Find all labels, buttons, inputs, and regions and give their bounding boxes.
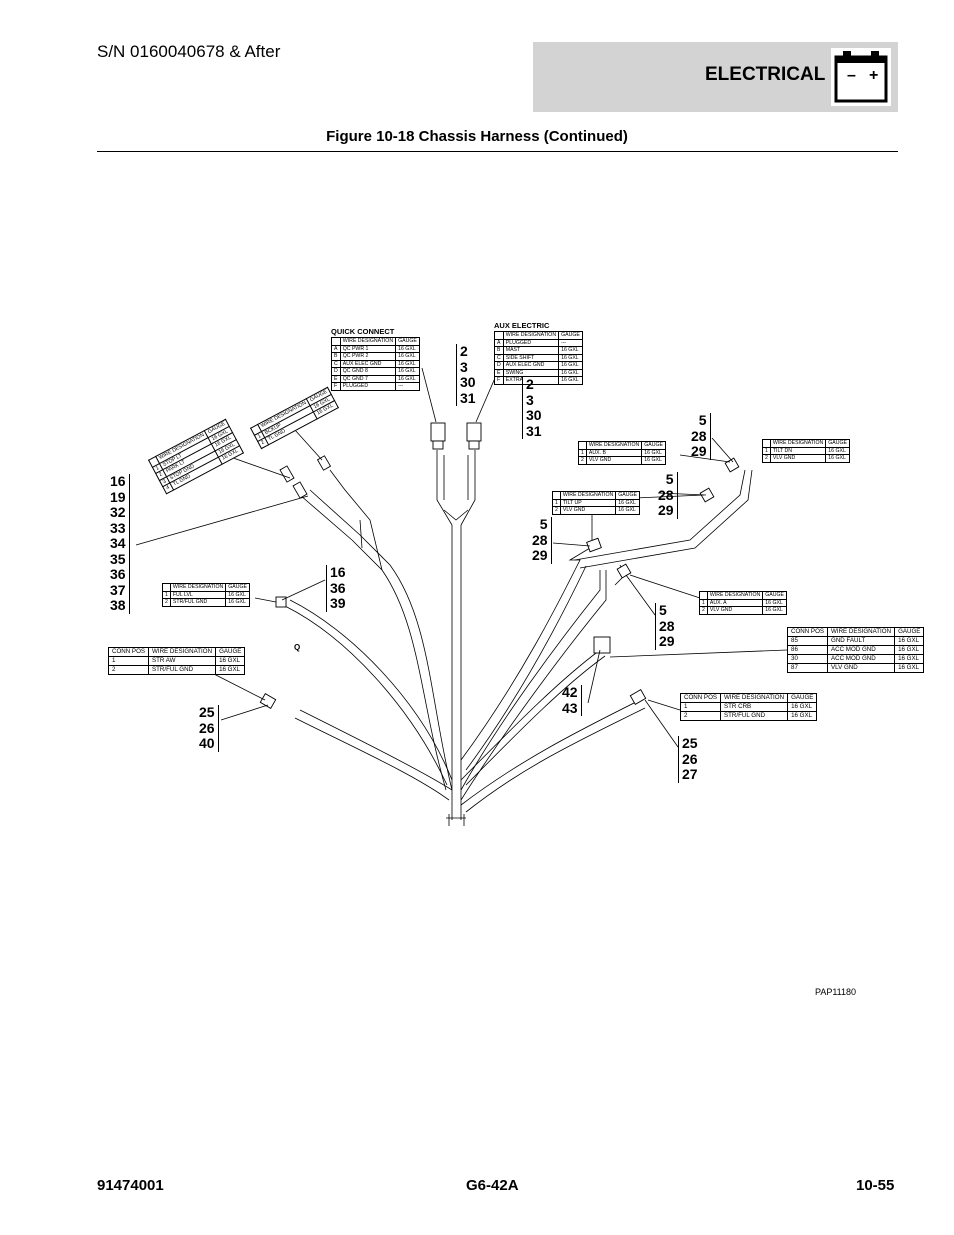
battery-icon: – + [831,48,891,106]
quick-connect-title: QUICK CONNECT [331,327,395,336]
aux-electric-title: AUX ELECTRIC [494,321,550,330]
section-title: ELECTRICAL [705,64,826,85]
footer-page: 10-55 [856,1177,895,1194]
footer-model: G6-42A [466,1177,519,1194]
drawing-id: PAP11180 [815,987,857,997]
battery-minus: – [847,67,856,84]
q-label: Q [294,643,301,652]
footer-part-number: 91474001 [97,1177,164,1194]
battery-plus: + [869,67,878,84]
serial-number: S/N 0160040678 & After [97,42,281,61]
figure-title: Figure 10-18 Chassis Harness (Continued) [326,128,628,145]
header-rule [97,151,898,152]
